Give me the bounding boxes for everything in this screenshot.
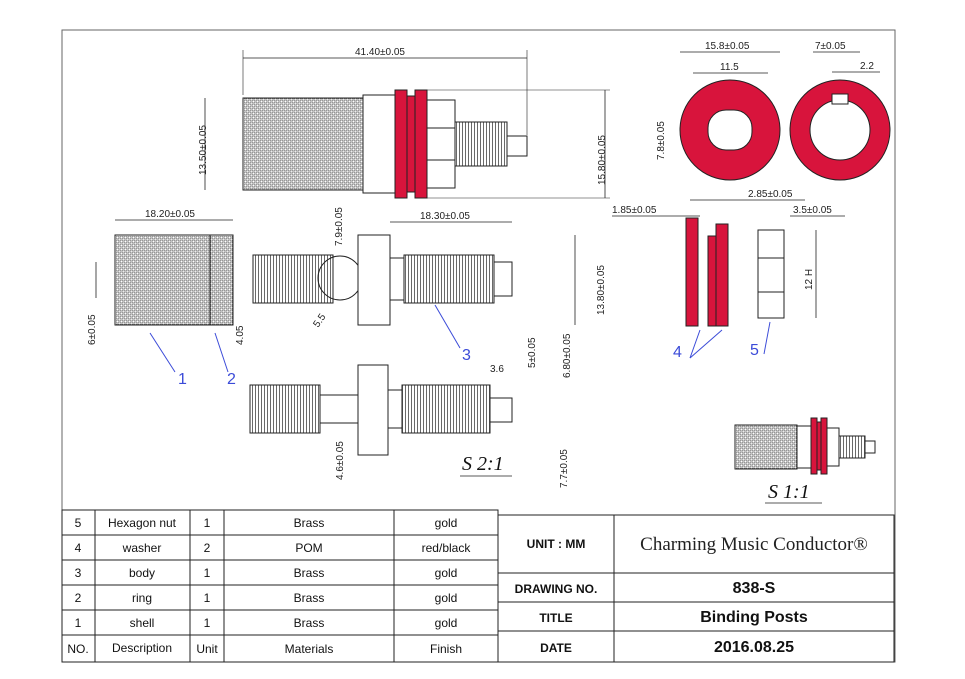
body-part-lower: 3.6 4.6±0.05 7.7±0.05 S 2:1	[249, 364, 570, 488]
dim-body-chamfer: 5.5	[311, 312, 328, 330]
dim-washer-flat: 7.8±0.05	[656, 121, 667, 160]
scale-main-label: S 2:1	[462, 453, 504, 475]
dim-body-neck: 7.9±0.05	[334, 207, 345, 246]
svg-text:Brass: Brass	[294, 566, 325, 580]
callout-5: 5	[750, 342, 759, 359]
body-flange	[357, 234, 391, 326]
svg-text:3: 3	[75, 566, 82, 580]
scale-assembly-label: S 1:1	[768, 481, 810, 503]
svg-text:gold: gold	[435, 616, 458, 630]
svg-text:gold: gold	[435, 516, 458, 530]
washer-mid	[406, 95, 416, 193]
company-name: Charming Music Conductor®	[640, 534, 868, 555]
dim-body2-right: 7.7±0.05	[559, 449, 570, 488]
svg-text:gold: gold	[435, 566, 458, 580]
pin-tip	[506, 135, 528, 157]
svg-text:POM: POM	[295, 541, 322, 555]
shell-part	[114, 234, 234, 326]
callout-3: 3	[462, 347, 471, 364]
dim-shell-hole: 6±0.05	[87, 314, 98, 345]
dim-overall-length: 41.40±0.05	[355, 47, 405, 58]
washer-left	[394, 89, 408, 199]
dim-body-thread: 18.30±0.05	[420, 211, 470, 222]
drawing-no-value: 838-S	[733, 580, 776, 597]
shell-ring-part: 18.20±0.05 6±0.05 4.05	[87, 209, 246, 345]
body-part-upper: 18.30±0.05 7.9±0.05 5.5 13.80±0.05 5±0.0…	[252, 207, 607, 378]
thread	[454, 121, 508, 167]
hex-nut	[426, 99, 456, 189]
header-finish: Finish	[430, 642, 462, 656]
shell-collar	[362, 94, 396, 194]
bom-table: 5 Hexagon nut 1 Brass gold 4 washer 2 PO…	[61, 509, 499, 663]
washer-front-views: 15.8±0.05 11.5 7.8±0.05 7±0.05 2.2	[656, 41, 891, 181]
dim-shell-length: 18.20±0.05	[145, 209, 195, 220]
dim-washer-side-thin: 1.85±0.05	[612, 205, 657, 216]
svg-text:shell: shell	[130, 616, 155, 630]
date-label: DATE	[540, 641, 572, 655]
drawing-no-label: DRAWING NO.	[515, 582, 598, 596]
dim-body-pin: 5±0.05	[527, 337, 538, 368]
dim-shell-diameter: 13.50±0.05	[198, 125, 209, 175]
dim-washer-id: 11.5	[720, 62, 739, 73]
svg-text:washer: washer	[122, 541, 162, 555]
svg-text:5: 5	[75, 516, 82, 530]
dim-washer-hole: 7±0.05	[815, 41, 846, 52]
svg-text:gold: gold	[435, 591, 458, 605]
svg-text:2: 2	[204, 541, 211, 555]
assembly-actual-size: S 1:1	[734, 417, 876, 504]
svg-text:body: body	[129, 566, 155, 580]
dim-washer-od: 15.8±0.05	[705, 41, 750, 52]
callout-2: 2	[227, 371, 236, 388]
washer-right	[414, 89, 428, 199]
svg-text:ring: ring	[132, 591, 152, 605]
title-block: UNIT : MM Charming Music Conductor® DRAW…	[497, 514, 895, 663]
unit-label: UNIT : MM	[527, 537, 586, 551]
dim-body2-left: 4.6±0.05	[335, 441, 346, 480]
header-no: NO.	[67, 642, 88, 656]
header-description: Description	[112, 641, 172, 655]
dim-washer-key: 2.2	[860, 61, 874, 72]
header-materials: Materials	[285, 642, 334, 656]
bom-row: 1 shell 1 Brass gold	[75, 616, 458, 630]
callout-1: 1	[178, 371, 187, 388]
part-callouts: 1 2 3 4 5	[149, 304, 771, 388]
title-value: Binding Posts	[700, 609, 808, 626]
dim-body-step: 3.6	[490, 364, 504, 375]
title-label: TITLE	[539, 611, 572, 625]
svg-text:Brass: Brass	[294, 591, 325, 605]
header-unit: Unit	[196, 642, 218, 656]
svg-text:1: 1	[204, 566, 211, 580]
bom-row: 4 washer 2 POM red/black	[75, 541, 472, 555]
svg-text:1: 1	[75, 616, 82, 630]
assembly-side-view	[242, 89, 528, 199]
dim-nut-size: 12 H	[804, 269, 815, 290]
dim-body-thread-dia: 6.80±0.05	[562, 333, 573, 378]
svg-text:2: 2	[75, 591, 82, 605]
washer-side-views: 2.85±0.05 1.85±0.05	[612, 189, 805, 327]
svg-text:Brass: Brass	[294, 616, 325, 630]
bom-row: 2 ring 1 Brass gold	[75, 591, 458, 605]
dim-body-flange: 13.80±0.05	[596, 265, 607, 315]
dim-washer-side-thick: 2.85±0.05	[748, 189, 793, 200]
dim-ring-width: 4.05	[235, 325, 246, 345]
svg-text:Brass: Brass	[294, 516, 325, 530]
dim-flange-diameter: 15.80±0.05	[597, 135, 608, 185]
svg-text:1: 1	[204, 591, 211, 605]
svg-text:1: 1	[204, 516, 211, 530]
hex-nut-side-view: 3.5±0.05 12 H	[757, 205, 845, 319]
bom-row: 5 Hexagon nut 1 Brass gold	[75, 516, 458, 530]
svg-text:4: 4	[75, 541, 82, 555]
svg-text:red/black: red/black	[422, 541, 472, 555]
bom-row: 3 body 1 Brass gold	[75, 566, 458, 580]
shell-knurl	[242, 97, 364, 191]
date-value: 2016.08.25	[714, 639, 794, 656]
dim-nut-thickness: 3.5±0.05	[793, 205, 832, 216]
svg-text:Hexagon nut: Hexagon nut	[108, 516, 177, 530]
dimensions-top: 41.40±0.05 13.50±0.05 15.80±0.05	[198, 47, 610, 199]
bom-header-row: NO. Description Unit Materials Finish	[67, 641, 462, 656]
callout-4: 4	[673, 344, 682, 361]
svg-text:1: 1	[204, 616, 211, 630]
